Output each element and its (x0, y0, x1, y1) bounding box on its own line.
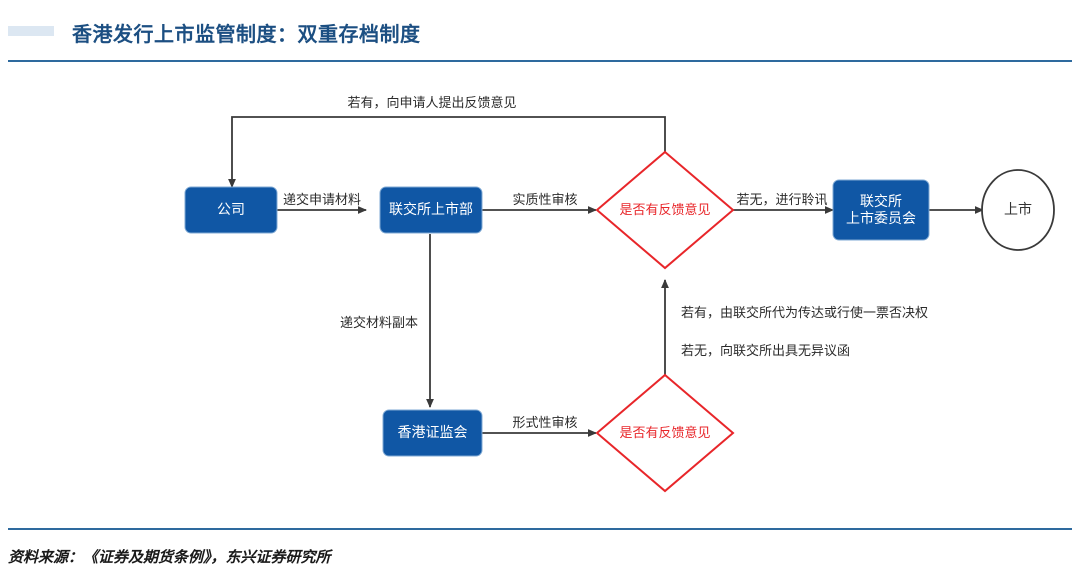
node-hkex-listing-committee[interactable] (832, 179, 930, 241)
node-decision-top[interactable] (595, 150, 735, 270)
node-listed[interactable] (981, 169, 1055, 251)
node-sfc[interactable] (382, 409, 483, 457)
page-header: 香港发行上市监管制度：双重存档制度 (0, 0, 1080, 62)
node-hkex-listing-dept[interactable] (379, 186, 483, 234)
header-divider (8, 60, 1072, 62)
flowchart-diagram: 公司 联交所上市部 是否有反馈意见 联交所 上市委员会 上市 香港证监会 是否有… (0, 62, 1080, 528)
node-decision-bottom[interactable] (595, 373, 735, 493)
page-title: 香港发行上市监管制度：双重存档制度 (72, 24, 421, 46)
node-company[interactable] (184, 186, 278, 234)
title-marker-bar (8, 26, 54, 36)
footer-divider (8, 528, 1072, 530)
flowchart-canvas (184, 116, 1055, 493)
source-note: 资料来源：《证券及期货条例》，东兴证券研究所 (8, 550, 331, 566)
edge-feedback-loop (228, 116, 666, 188)
